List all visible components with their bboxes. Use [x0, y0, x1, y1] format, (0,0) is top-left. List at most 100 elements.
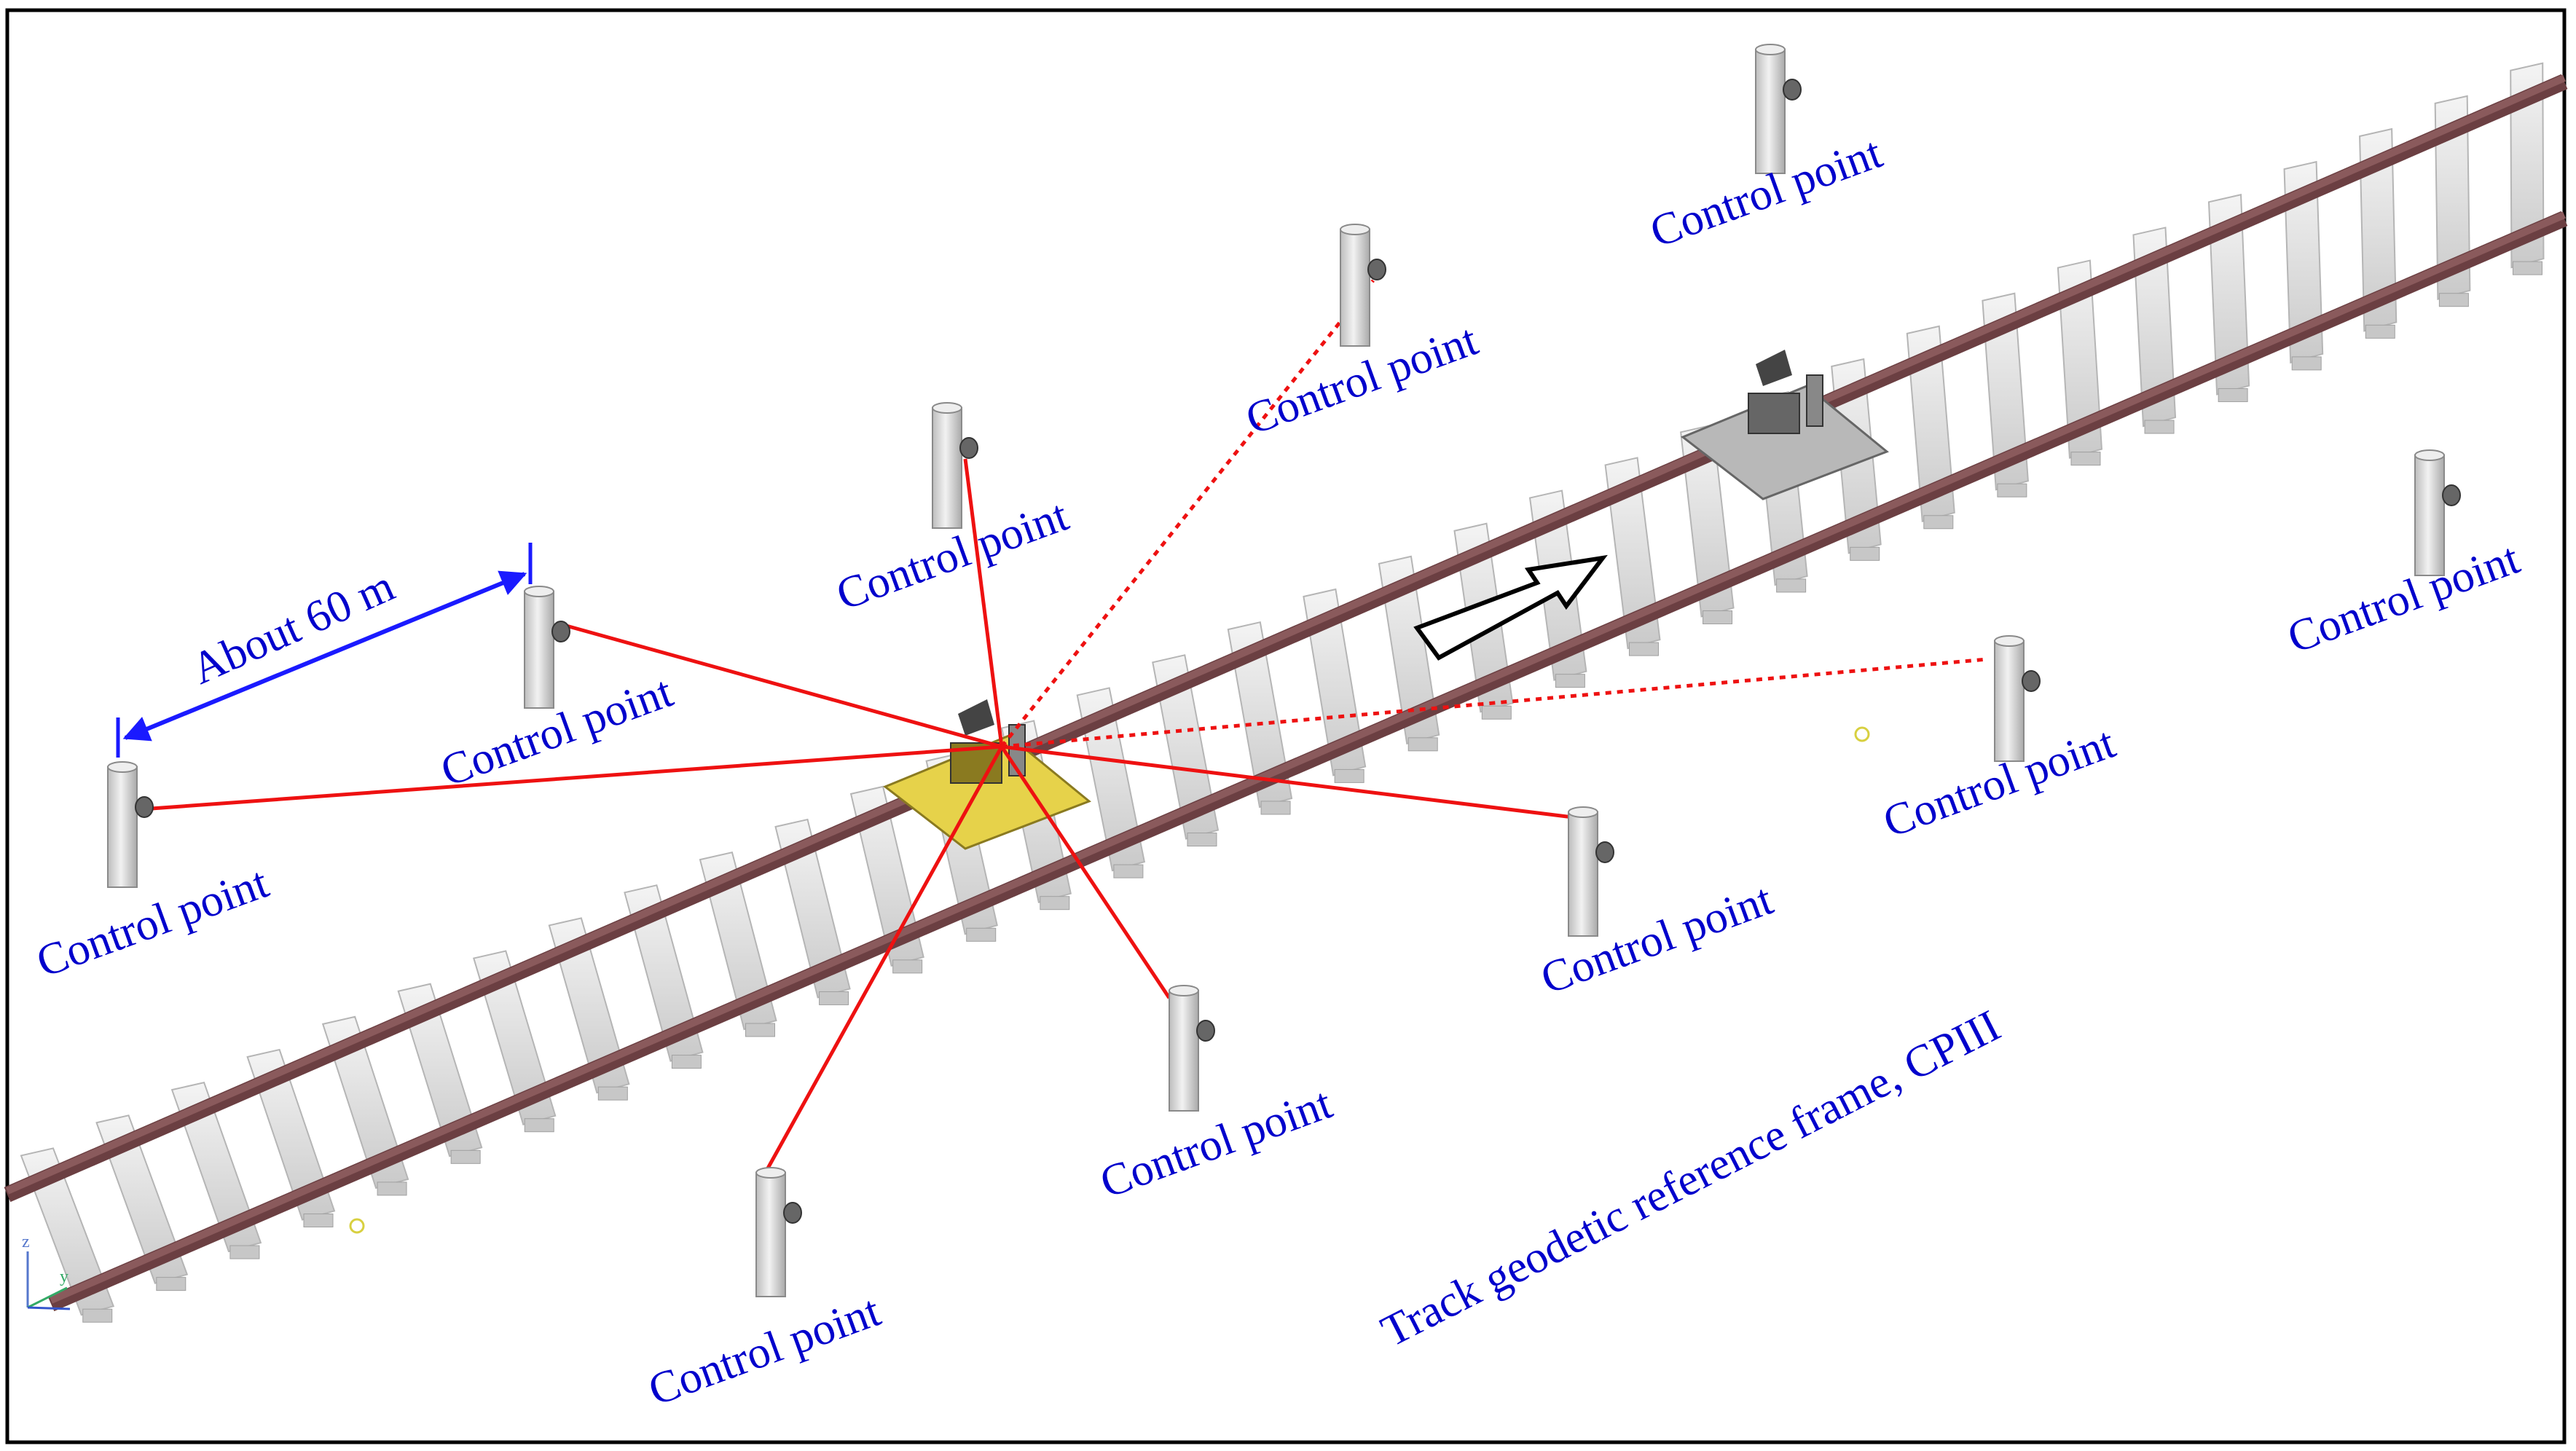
pillar-body [1994, 640, 2025, 762]
trolley-unit [1748, 393, 1800, 434]
sleeper [2434, 95, 2471, 301]
prism-icon [1367, 259, 1386, 280]
sight-line [963, 458, 1004, 747]
track-trolley-idle [1681, 350, 1889, 500]
pillar-top [524, 586, 554, 597]
diagram-border [5, 8, 2567, 1444]
sight-line [560, 622, 1002, 749]
sight-line [1001, 744, 1591, 822]
prism-icon [551, 621, 570, 642]
sleeper-end [1260, 801, 1291, 815]
axis-label-z: z [22, 1232, 30, 1251]
prism-icon [1783, 79, 1802, 101]
sleeper-end [1113, 864, 1144, 878]
pillar-body [1568, 811, 1598, 937]
sleeper [246, 1048, 336, 1221]
control-point-pillars [107, 44, 2461, 1297]
pillar-top [1568, 806, 1598, 818]
sleeper-end [1997, 483, 2027, 498]
sleeper-end [1334, 768, 1364, 783]
distance-dimension-line [122, 570, 527, 742]
sleeper-end [1481, 705, 1512, 720]
sleeper-end [1923, 515, 1954, 530]
sleeper [2510, 62, 2545, 269]
sleeper-end [82, 1308, 113, 1323]
sleeper [2057, 259, 2103, 459]
sleeper [1982, 292, 2029, 491]
sight-line [1000, 745, 1171, 999]
prism-icon [2442, 484, 2461, 506]
pillar-top [2414, 449, 2445, 461]
sleeper [2207, 194, 2250, 396]
sleeper [624, 884, 704, 1062]
sleeper-end [966, 927, 997, 942]
sleeper-end [1407, 737, 1438, 752]
sleeper [170, 1081, 262, 1253]
control-point-pillar [1568, 806, 1614, 937]
sleeper-end [524, 1118, 554, 1133]
pillar-top [755, 1167, 786, 1179]
sleeper [774, 818, 851, 999]
rail-head [6, 74, 2566, 1195]
sleeper-end [2438, 293, 2469, 307]
prism-icon [1196, 1020, 1215, 1042]
pillar-top [932, 402, 962, 414]
sleeper-end [671, 1055, 702, 1069]
sleeper-end [2144, 420, 2175, 434]
pillar-body [1755, 49, 1786, 174]
axis-label-y: y [60, 1267, 68, 1286]
sleeper-end [303, 1213, 334, 1227]
sleeper-end [2512, 261, 2542, 275]
sleeper [473, 950, 557, 1125]
sleeper-end [1040, 896, 1070, 911]
sleeper [397, 983, 483, 1157]
sight-line [151, 744, 1002, 811]
sleeper-end [2070, 452, 2101, 466]
sight-line [759, 745, 1004, 1181]
trolley-laptop-icon [1756, 350, 1792, 386]
sleeper-end [1850, 546, 1880, 561]
sleeper [1604, 457, 1661, 650]
sleeper [2283, 160, 2324, 364]
sleeper-end [2365, 324, 2395, 339]
control-point-pillar [107, 761, 154, 888]
sleeper-end [2218, 388, 2248, 402]
trolley-mast [1806, 374, 1823, 427]
axis-triad-icon: z y [22, 1232, 71, 1310]
pillar-body [2414, 455, 2445, 576]
sleeper-end [2291, 356, 2322, 371]
pillar-top [107, 761, 138, 773]
rail-head [50, 211, 2566, 1304]
sleeper-end [229, 1245, 260, 1259]
sleeper [1906, 325, 1955, 523]
pillar-body [932, 407, 962, 529]
control-point-pillar [755, 1167, 802, 1297]
sleeper [20, 1147, 115, 1316]
pillar-body [755, 1172, 786, 1297]
sleeper-end [450, 1149, 481, 1164]
pillar-top [1994, 635, 2025, 647]
sleeper [2359, 127, 2398, 332]
pillar-body [524, 591, 554, 709]
sleeper-end [1703, 610, 1733, 625]
control-point-pillar [1340, 224, 1386, 347]
sleeper-end [377, 1181, 407, 1196]
pillar-top [1755, 44, 1786, 55]
survey-mark-icon [1854, 726, 1870, 742]
sleeper [1378, 555, 1440, 745]
control-point-pillar [2414, 449, 2461, 576]
sleeper [699, 851, 777, 1031]
sleeper [2132, 227, 2177, 428]
sleeper [1152, 654, 1220, 840]
sleeper [1303, 588, 1367, 776]
prism-icon [1595, 841, 1614, 863]
track-trolley-active [883, 699, 1091, 850]
sleeper-end [1187, 833, 1217, 847]
pillar-top [1340, 224, 1370, 235]
sleeper-end [745, 1023, 775, 1037]
sleeper-end [1555, 674, 1585, 688]
sleeper-end [819, 991, 849, 1005]
sleeper [321, 1015, 409, 1189]
sleeper [548, 917, 630, 1094]
sleeper-end [1628, 642, 1659, 656]
